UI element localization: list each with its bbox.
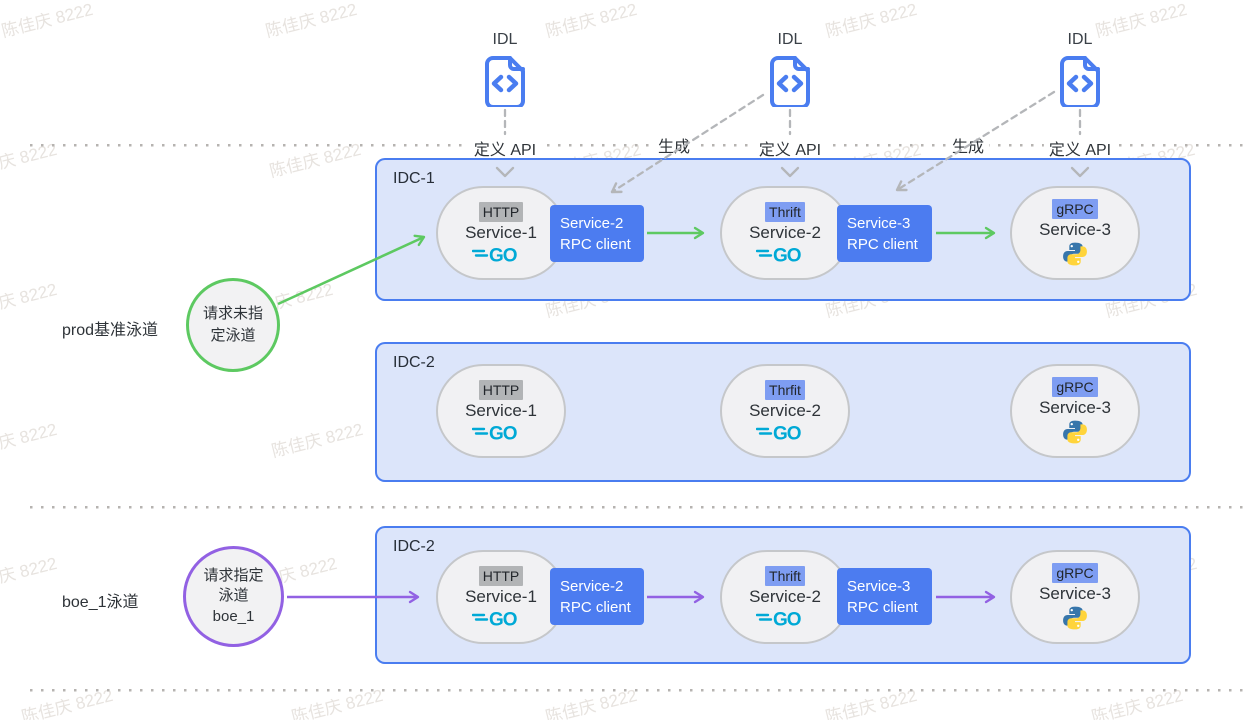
generate-label: 生成 [652, 133, 696, 157]
rpc-client-line: RPC client [847, 235, 918, 253]
svg-text:GO: GO [773, 610, 801, 629]
rpc-client-line: Service-3 [847, 577, 911, 595]
protocol-badge: Thrfit [765, 379, 805, 401]
dotted-separator-bottom [30, 689, 1247, 692]
service-name: Service-2 [749, 587, 821, 607]
rpc-client-line: RPC client [560, 598, 631, 616]
rpc-client-box: Service-2 RPC client [550, 568, 644, 625]
service-node: HTTP Service-1 GO [436, 186, 566, 280]
go-logo: GO [472, 610, 518, 629]
go-logo: GO [756, 246, 802, 265]
idc-title: IDC-2 [393, 354, 435, 371]
idl-file-label: IDL [492, 31, 518, 48]
idc-title: IDC-1 [393, 170, 435, 187]
rpc-client-line: RPC client [560, 235, 631, 253]
python-logo [1063, 420, 1087, 444]
watermark-text: 陈佳庆 8222 [269, 419, 365, 461]
rpc-client-box: Service-2 RPC client [550, 205, 644, 262]
lane-label-boe1: boe_1泳道 [62, 594, 139, 611]
protocol-badge: Thrift [765, 201, 805, 223]
dotted-separator-middle [30, 506, 1247, 509]
rpc-client-line: Service-2 [560, 214, 624, 232]
service-node: gRPC Service-3 [1010, 550, 1140, 644]
watermark-text: 陈佳庆 8222 [267, 139, 363, 181]
service-name: Service-1 [465, 587, 537, 607]
protocol-badge: HTTP [478, 201, 524, 223]
service-node: gRPC Service-3 [1010, 364, 1140, 458]
service-name: Service-3 [1039, 584, 1111, 604]
watermark-text: 陈佳庆 8222 [0, 0, 95, 41]
lane-label-prod: prod基准泳道 [62, 322, 159, 339]
rpc-client-line: Service-3 [847, 214, 911, 232]
define-api-label: 定义 API [1043, 136, 1117, 160]
service-name: Service-2 [749, 401, 821, 421]
service-name: Service-3 [1039, 220, 1111, 240]
python-logo [1063, 606, 1087, 630]
service-node: Thrift Service-2 GO [720, 186, 850, 280]
service-node: HTTP Service-1 GO [436, 550, 566, 644]
service-node: Thrift Service-2 GO [720, 550, 850, 644]
watermark-text: 陈佳庆 8222 [823, 0, 919, 41]
watermark-text: 陈佳庆 8222 [543, 685, 639, 720]
circle-text-line: boe_1 [212, 607, 255, 625]
idl-file-label: IDL [777, 31, 803, 48]
watermark-text: 陈佳庆 8222 [1089, 685, 1185, 720]
circle-text-line: 定泳道 [210, 327, 256, 344]
go-logo: GO [756, 424, 802, 443]
request-circle-no-lane: 请求未指 定泳道 [186, 278, 280, 372]
protocol-badge: gRPC [1052, 198, 1098, 220]
circle-text-line: 泳道 [218, 587, 249, 605]
svg-text:GO: GO [773, 246, 801, 265]
watermark-text: 陈佳庆 8222 [0, 279, 59, 321]
watermark-text: 陈佳庆 8222 [0, 553, 59, 595]
go-logo: GO [756, 610, 802, 629]
request-circle-boe1: 请求指定 泳道 boe_1 [183, 546, 284, 647]
watermark-text: 陈佳庆 8222 [0, 139, 59, 181]
watermark-text: 陈佳庆 8222 [823, 685, 919, 720]
svg-text:GO: GO [773, 424, 801, 443]
service-node: Thrfit Service-2 GO [720, 364, 850, 458]
service-node: HTTP Service-1 GO [436, 364, 566, 458]
watermark-text: 陈佳庆 8222 [0, 419, 59, 461]
svg-text:GO: GO [489, 246, 517, 265]
circle-text-line: 请求未指 [202, 305, 263, 323]
define-api-label: 定义 API [753, 136, 827, 160]
go-logo: GO [472, 424, 518, 443]
watermark-text: 陈佳庆 8222 [1093, 0, 1189, 41]
idc-title: IDC-2 [393, 538, 435, 555]
service-name: Service-1 [465, 223, 537, 243]
rpc-client-box: Service-3 RPC client [837, 205, 932, 262]
go-logo: GO [472, 246, 518, 265]
protocol-badge: gRPC [1052, 562, 1098, 584]
protocol-badge: gRPC [1052, 376, 1098, 398]
protocol-badge: Thrift [765, 565, 805, 587]
protocol-badge: HTTP [478, 379, 524, 401]
idl-file-icon [485, 56, 525, 107]
service-name: Service-2 [749, 223, 821, 243]
idl-file-label: IDL [1067, 31, 1093, 48]
idl-file-icon [1060, 56, 1100, 107]
define-api-label: 定义 API [468, 136, 542, 160]
rpc-client-line: Service-2 [560, 577, 624, 595]
svg-text:GO: GO [489, 610, 517, 629]
watermark-text: 陈佳庆 8222 [543, 0, 639, 41]
python-logo [1063, 242, 1087, 266]
idl-file-icon [770, 56, 810, 107]
watermark-text: 陈佳庆 8222 [19, 685, 115, 720]
generate-label: 生成 [946, 133, 990, 157]
svg-text:GO: GO [489, 424, 517, 443]
watermark-text: 陈佳庆 8222 [289, 685, 385, 720]
service-node: gRPC Service-3 [1010, 186, 1140, 280]
watermark-text: 陈佳庆 8222 [263, 0, 359, 41]
circle-text-line: 请求指定 [203, 567, 264, 585]
rpc-client-box: Service-3 RPC client [837, 568, 932, 625]
service-name: Service-3 [1039, 398, 1111, 418]
protocol-badge: HTTP [478, 565, 524, 587]
service-name: Service-1 [465, 401, 537, 421]
rpc-client-line: RPC client [847, 598, 918, 616]
